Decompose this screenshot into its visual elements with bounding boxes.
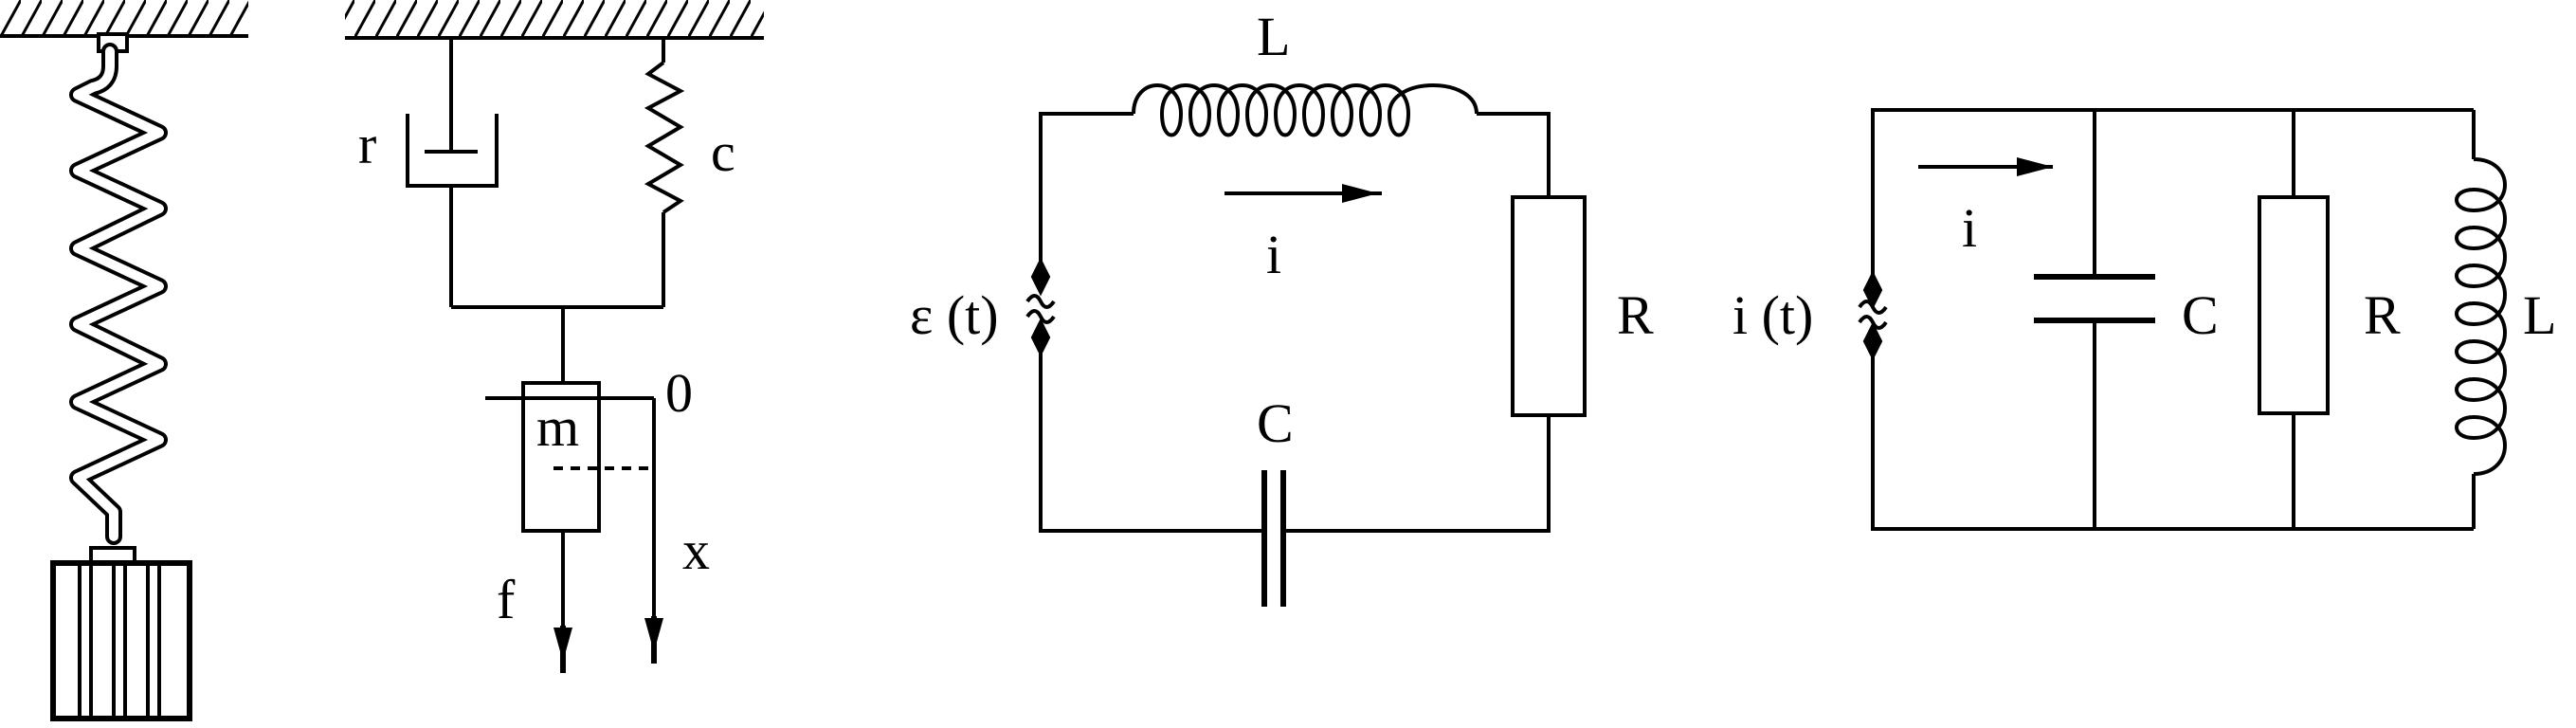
series-inductor-label: L (1257, 6, 1290, 67)
displacement-arrow (644, 616, 663, 664)
parallel-ac-source (1858, 270, 1888, 361)
parallel-wires (1871, 108, 2476, 531)
spring (644, 38, 685, 307)
series-rlc-circuit: L i ε (t) R C (910, 6, 1654, 607)
series-current-arrow (1225, 184, 1382, 203)
displacement-label: x (682, 519, 710, 581)
spring-damper-mass-diagram: r c m 0 x f (345, 0, 764, 673)
origin-label: 0 (665, 362, 693, 424)
series-resistor (1511, 195, 1587, 417)
series-capacitor-label: C (1257, 392, 1294, 454)
weight-block (50, 560, 192, 721)
series-ac-source (1025, 257, 1056, 357)
parallel-capacitor (2034, 274, 2155, 323)
parallel-inductor-label: L (2523, 284, 2556, 346)
parallel-rlc-circuit: i (t) i C R L (1732, 108, 2556, 531)
series-resistor-label: R (1617, 284, 1654, 346)
series-inductor (1132, 83, 1478, 137)
hanging-spring-diagram (0, 0, 248, 721)
damper (406, 38, 499, 307)
series-current-label: i (1266, 224, 1281, 285)
damper-label: r (358, 114, 376, 175)
series-capacitor (1261, 470, 1286, 607)
parallel-current-arrow (1918, 157, 2053, 176)
spring-label: c (711, 121, 735, 183)
force-arrow (553, 531, 572, 673)
series-wires (1039, 112, 1551, 533)
parallel-source-label: i (t) (1732, 284, 1813, 346)
ceiling-hatch-2 (345, 0, 764, 40)
parallel-current-label: i (1962, 197, 1977, 259)
parallel-resistor (2258, 195, 2330, 415)
force-label: f (497, 569, 516, 630)
series-source-label: ε (t) (910, 284, 999, 346)
mass-label: m (536, 396, 579, 458)
parallel-capacitor-label: C (2182, 284, 2219, 346)
connector-bar (451, 305, 663, 381)
ceiling-hatch-1 (0, 0, 248, 38)
parallel-resistor-label: R (2364, 284, 2401, 346)
parallel-inductor (2455, 157, 2507, 476)
